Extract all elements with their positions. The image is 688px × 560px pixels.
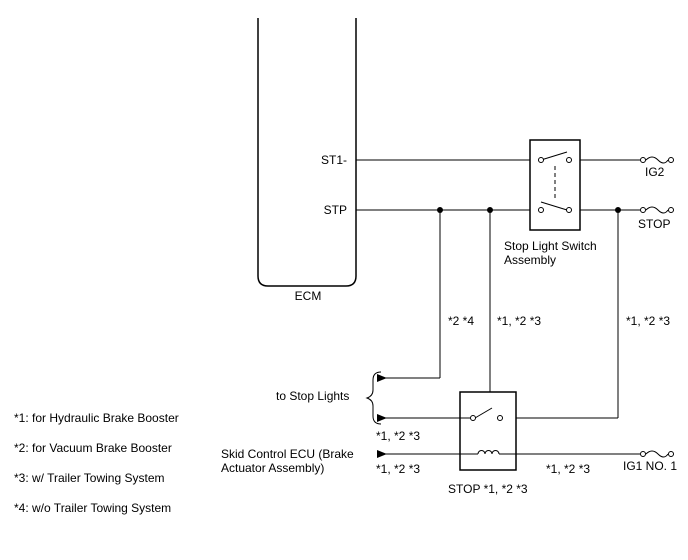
- fuse-ig1: [640, 450, 674, 458]
- relay-note-lower-right: *1, *2 *3: [546, 462, 590, 476]
- stop-light-switch-box: [529, 139, 581, 231]
- branch-note-right: *1, *2 *3: [626, 314, 670, 328]
- legend-item-4: *4: w/o Trailer Towing System: [14, 501, 171, 515]
- fuse-stop-label: STOP: [638, 217, 670, 231]
- relay-label: STOP *1, *2 *3: [448, 482, 528, 496]
- branch-note-left: *2 *4: [448, 314, 474, 328]
- ecm-label: ECM: [295, 289, 322, 303]
- legend-item-3: *3: w/ Trailer Towing System: [14, 471, 165, 485]
- stop-light-switch-label-2: Assembly: [504, 253, 556, 267]
- fuse-ig2: [640, 156, 674, 164]
- stop-lights-brace: [365, 371, 382, 425]
- fuse-stop: [640, 206, 674, 214]
- ecm-box: [257, 18, 357, 287]
- relay-note-lower-left: *1, *2 *3: [376, 462, 420, 476]
- stop-light-switch-label-1: Stop Light Switch: [504, 239, 597, 253]
- fuse-ig1-label: IG1 NO. 1: [623, 459, 677, 473]
- switch-contact-upper: [540, 151, 568, 161]
- fuse-ig2-label: IG2: [645, 165, 665, 179]
- relay-coil: [477, 450, 500, 455]
- branch-note-middle: *1, *2 *3: [497, 314, 541, 328]
- legend-item-1: *1: for Hydraulic Brake Booster: [14, 411, 179, 425]
- skid-control-label-2: Actuator Assembly): [221, 461, 324, 475]
- relay-contact: [474, 407, 493, 419]
- pin-stp: STP: [324, 203, 347, 217]
- switch-contact-lower: [540, 201, 568, 211]
- legend-item-2: *2: for Vacuum Brake Booster: [14, 441, 172, 455]
- relay-note-upper-left: *1, *2 *3: [376, 429, 420, 443]
- stop-lights-label: to Stop Lights: [276, 389, 349, 403]
- pin-st1: ST1-: [321, 153, 347, 167]
- skid-control-label-1: Skid Control ECU (Brake: [221, 447, 354, 461]
- stop-relay-box: [459, 391, 517, 471]
